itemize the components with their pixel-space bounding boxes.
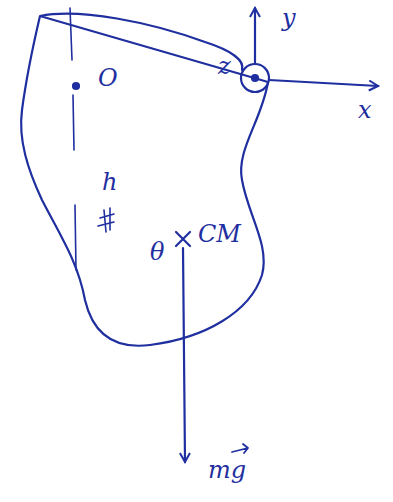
- point-label: O: [98, 66, 118, 90]
- z-axis-circle: [241, 64, 269, 92]
- scribble: [98, 208, 114, 232]
- axis-label: y: [282, 6, 296, 30]
- x-axis: [269, 80, 378, 86]
- force-label: mg: [208, 458, 246, 482]
- pivot-dot: [73, 83, 79, 89]
- distance-label: h: [102, 170, 117, 194]
- z-axis-dot: [252, 75, 258, 81]
- weight-line: [183, 248, 185, 462]
- axis-label: z: [218, 54, 231, 78]
- point-label: CM: [198, 222, 241, 246]
- y-axis: [254, 8, 256, 64]
- angle-label: θ: [150, 240, 164, 264]
- axis-label: x: [358, 98, 372, 122]
- vector-arrow: [232, 444, 248, 453]
- body-outline: [21, 14, 268, 346]
- cm-cross: [176, 232, 190, 246]
- pivot-vertical: [70, 8, 76, 270]
